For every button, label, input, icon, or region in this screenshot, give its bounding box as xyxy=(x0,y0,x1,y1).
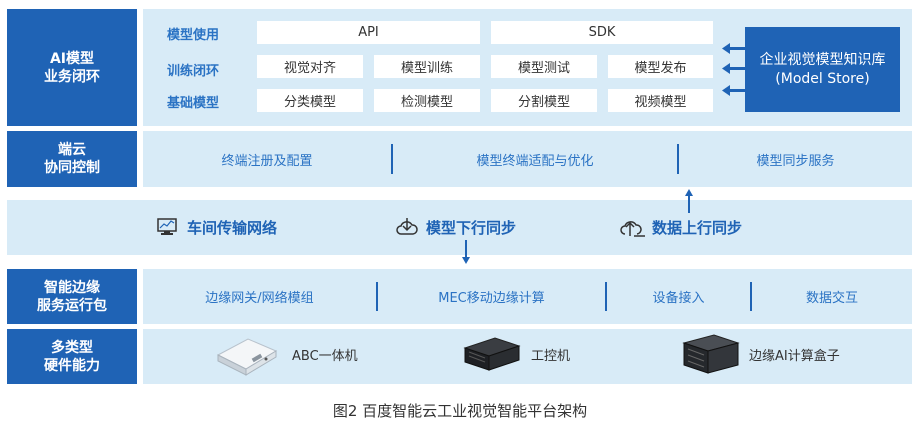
edge-cloud-item-register: 终端注册及配置 xyxy=(221,153,313,169)
edge-cloud-item-adapt: 模型终端适配与优化 xyxy=(476,153,594,169)
training-box-test: 模型测试 xyxy=(491,55,597,78)
divider xyxy=(677,144,679,174)
divider xyxy=(376,282,378,311)
api-box: API xyxy=(257,21,480,44)
network-item-data-up: 数据上行同步 xyxy=(652,218,743,237)
cloud-upload-icon xyxy=(620,221,645,237)
hardware-item-ipc: 工控机 xyxy=(531,348,571,364)
training-box-align: 视觉对齐 xyxy=(257,55,363,78)
figure-caption: 图2 百度智能云工业视觉智能平台架构 xyxy=(332,402,588,420)
sdk-box: SDK xyxy=(491,21,713,44)
base-box-segment: 分割模型 xyxy=(491,89,597,112)
edge-service-panel xyxy=(143,269,912,324)
cloud-download-icon xyxy=(396,218,418,235)
edge-service-item-access: 设备接入 xyxy=(652,291,705,306)
base-box-detect: 检测模型 xyxy=(374,89,480,112)
all-in-one-device-image xyxy=(216,338,278,376)
row-label-usage: 模型使用 xyxy=(167,28,220,43)
divider xyxy=(605,282,607,311)
hardware-item-abc: ABC一体机 xyxy=(292,348,358,364)
edge-cloud-item-sync: 模型同步服务 xyxy=(756,153,835,169)
network-item-model-down: 模型下行同步 xyxy=(426,218,517,237)
training-box-release: 模型发布 xyxy=(608,55,713,78)
industrial-pc-image xyxy=(463,337,521,371)
edge-service-item-mec: MEC移动边缘计算 xyxy=(438,291,545,306)
arrow-down xyxy=(462,240,470,264)
edge-service-item-exchange: 数据交互 xyxy=(805,291,858,306)
training-box-train: 模型训练 xyxy=(374,55,480,78)
arrow-up xyxy=(685,189,693,213)
section-label-edge-service: 智能边缘 服务运行包 xyxy=(7,269,137,324)
divider xyxy=(750,282,752,311)
hardware-item-edge-box: 边缘AI计算盒子 xyxy=(749,348,840,364)
edge-ai-box-image xyxy=(682,334,740,374)
edge-cloud-panel xyxy=(143,131,912,187)
base-box-classify: 分类模型 xyxy=(257,89,363,112)
row-label-base: 基础模型 xyxy=(167,96,220,111)
section-label-edge-cloud: 端云 协同控制 xyxy=(7,131,137,187)
edge-service-item-gateway: 边缘网关/网络模组 xyxy=(205,291,314,306)
model-store-box: 企业视觉模型知识库 (Model Store) xyxy=(745,27,900,112)
network-item-transport: 车间传输网络 xyxy=(187,218,278,237)
divider xyxy=(391,144,393,174)
row-label-training: 训练闭环 xyxy=(167,64,220,79)
arrows-to-store xyxy=(722,43,748,96)
section-label-ai-model: AI模型 业务闭环 xyxy=(7,9,137,126)
base-box-video: 视频模型 xyxy=(608,89,713,112)
monitor-icon xyxy=(157,218,177,235)
section-label-hardware: 多类型 硬件能力 xyxy=(7,329,137,384)
